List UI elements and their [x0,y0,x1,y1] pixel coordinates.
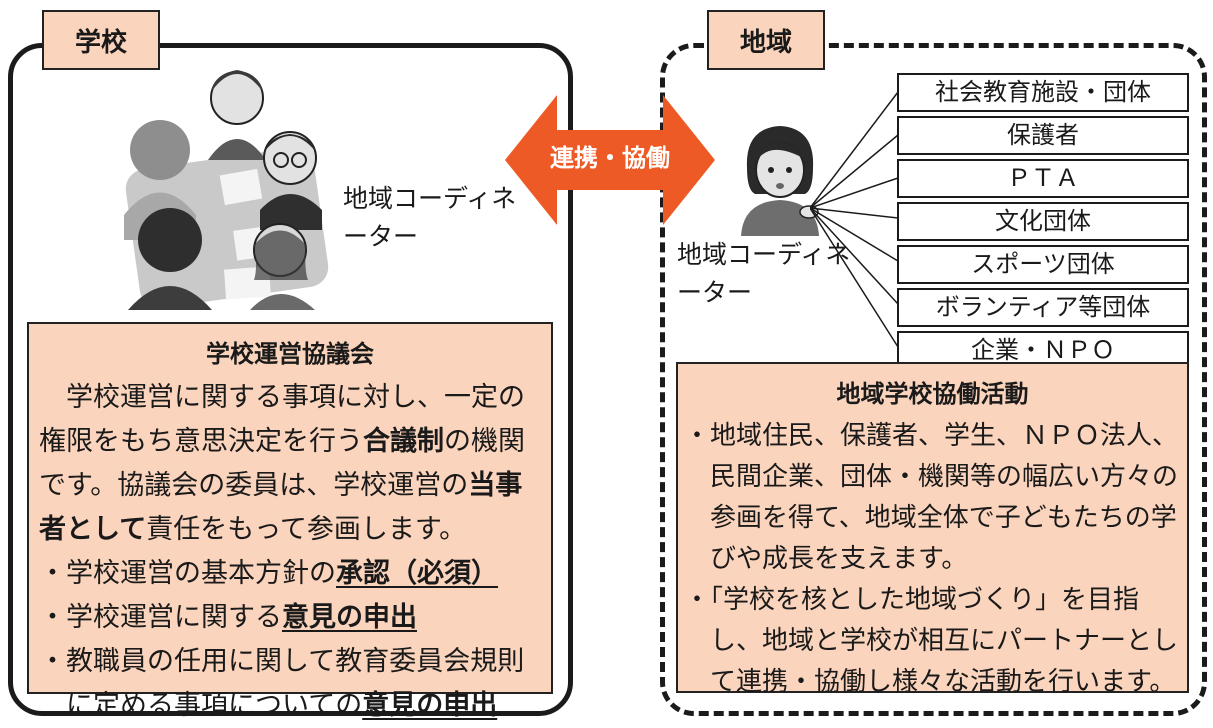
school-bullet: ・学校運営の基本方針の承認（必須） [39,552,541,596]
region-coordinator-label: 地域コーディネーター [677,240,851,307]
bullet-text: ・教職員の任用に関して教育委員会規則に定める事項についての [39,646,525,721]
school-frame [8,43,573,716]
org-box: ＰＴＡ [897,159,1189,198]
connector-lines [810,91,899,348]
school-bullet: ・教職員の任用に関して教育委員会規則に定める事項についての意見の申出 [39,640,541,728]
region-bullet: ・「学校を核とした地域づくり」を目指し、地域と学校が相互にパートナーとして連携・… [684,585,1179,697]
bullet-emphasis: 意見の申出 [362,690,498,721]
coordinator-illustration [741,126,819,236]
school-tab: 学校 [42,10,160,70]
region-panel-body: ・地域住民、保護者、学生、ＮＰＯ法人、民間企業、団体・機関等の幅広い方々の参画を… [684,416,1181,703]
intro-text: の機関です。協議会の委員は、学校運営の [39,426,525,501]
region-frame [660,43,1207,716]
bullet-emphasis: 承認（必須） [336,558,498,589]
intro-text: 責任をもって参画します。 [146,514,467,545]
org-box: 保護者 [897,116,1189,155]
school-panel-title: 学校運営協議会 [206,340,374,368]
school-panel-body: 学校運営に関する事項に対し、一定の権限をもち意思決定を行う合議制の機関です。協議… [39,376,541,728]
school-coordinator-label: 地域コーディネーター [343,184,517,251]
org-box: 社会教育施設・団体 [897,73,1189,112]
org-box: 文化団体 [897,202,1189,241]
school-panel-intro: 学校運営に関する事項に対し、一定の権限をもち意思決定を行う合議制の機関です。協議… [39,376,541,552]
meeting-illustration [124,70,329,310]
bullet-text: ・学校運営に関する [39,602,282,633]
region-bullet: ・地域住民、保護者、学生、ＮＰＯ法人、民間企業、団体・機関等の幅広い方々の参画を… [684,421,1179,574]
bullet-text: ・学校運営の基本方針の [39,558,336,589]
bullet-emphasis: 意見の申出 [282,602,417,633]
region-tab: 地域 [707,10,825,70]
intro-emphasis: 当事者として [39,470,523,545]
org-box: ボランティア等団体 [897,288,1189,327]
school-council-panel: 学校運営協議会 学校運営に関する事項に対し、一定の権限をもち意思決定を行う合議制… [27,322,553,721]
region-activity-panel: 地域学校協働活動 ・地域住民、保護者、学生、ＮＰＯ法人、民間企業、団体・機関等の… [676,362,1189,697]
intro-text: 学校運営に関する事項に対し、一定の権限をもち意思決定を行う [39,382,525,457]
intro-emphasis: 合議制 [363,426,444,457]
org-box: スポーツ団体 [897,245,1189,284]
region-panel-title: 地域学校協働活動 [836,380,1029,408]
double-arrow [505,95,715,225]
arrow-label: 連携・協働 [550,144,670,172]
school-bullet: ・学校運営に関する意見の申出 [39,596,541,640]
